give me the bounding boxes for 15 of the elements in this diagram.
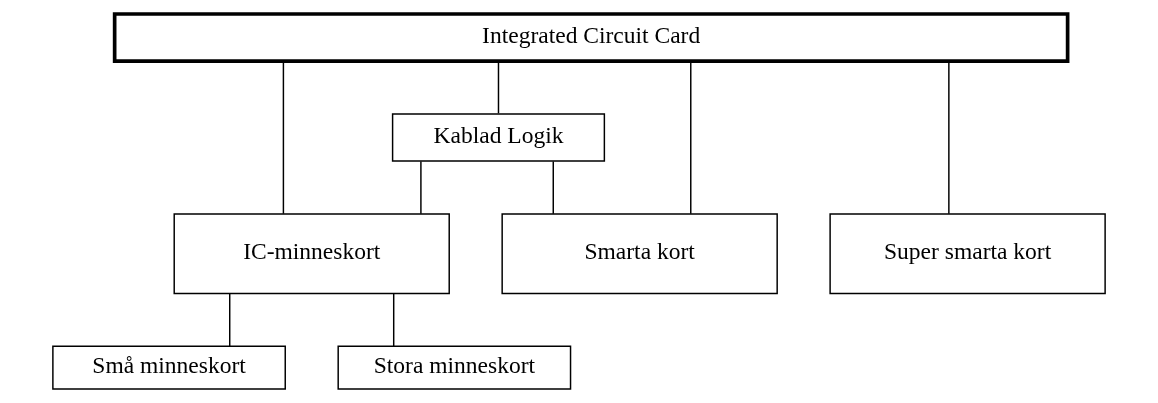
connector — [552, 160, 554, 215]
node-box: IC-minneskort — [173, 213, 450, 295]
node-box: Super smarta kort — [829, 213, 1106, 295]
connector — [229, 292, 231, 347]
connector — [282, 60, 285, 215]
node-box: Smarta kort — [501, 213, 778, 295]
node-box: Små minneskort — [52, 345, 286, 390]
node-box: Kablad Logik — [391, 113, 606, 162]
connector — [690, 60, 692, 215]
connector — [497, 60, 500, 115]
node-box: Stora minneskort — [337, 345, 572, 390]
connector — [420, 160, 422, 215]
connector — [948, 60, 950, 215]
connector — [392, 292, 395, 347]
node-box: Integrated Circuit Card — [112, 12, 1070, 63]
